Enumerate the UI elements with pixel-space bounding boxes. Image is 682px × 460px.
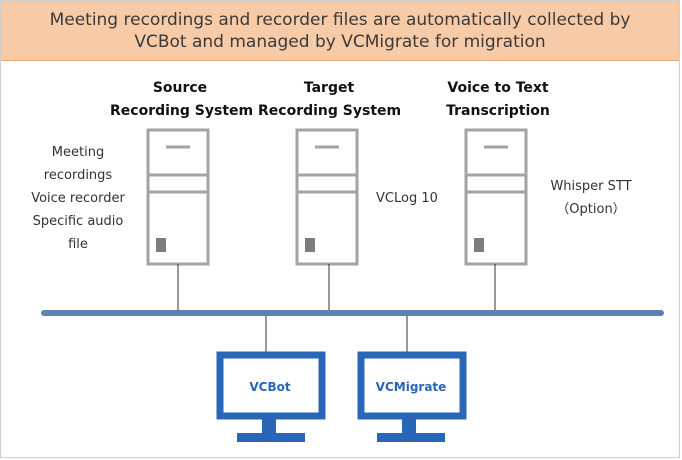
source-server-title: Source Recording System — [110, 77, 254, 123]
banner-line-1: Meeting recordings and recorder files ar… — [49, 9, 631, 30]
stt-server-icon — [464, 128, 528, 266]
source-title-line-1: Source — [152, 80, 208, 96]
banner-line-2: VCBot and managed by VCMigrate for migra… — [134, 31, 546, 52]
source-title-line-2: Recording System — [110, 103, 254, 119]
source-notes: Meeting recordings Voice recorder Specif… — [18, 141, 138, 256]
target-note: VCLog 10 — [376, 191, 438, 206]
stt-title-line-2: Transcription — [446, 103, 550, 119]
vcbot-label: VCBot — [249, 380, 291, 394]
target-title-line-2: Recording System — [258, 103, 402, 119]
vcbot-monitor-icon — [216, 351, 326, 442]
stt-note: Whisper STT （Option） — [540, 175, 642, 221]
target-server-title: Target Recording System — [258, 77, 402, 123]
target-server-icon — [295, 128, 359, 266]
source-note-3: Voice recorder — [31, 191, 125, 206]
stt-note-line-1: Whisper STT — [550, 179, 632, 194]
vcmigrate-monitor-icon — [357, 351, 467, 442]
banner-text: Meeting recordings and recorder files ar… — [10, 9, 670, 53]
stt-server-title: Voice to Text Transcription — [428, 77, 568, 123]
banner: Meeting recordings and recorder files ar… — [1, 1, 679, 61]
source-note-5: file — [68, 237, 88, 252]
stt-note-line-2: （Option） — [556, 202, 626, 217]
source-note-2: recordings — [43, 168, 113, 183]
source-note-4: Specific audio — [32, 214, 124, 229]
stt-title-line-1: Voice to Text — [447, 80, 549, 96]
vcmigrate-label: VCMigrate — [375, 380, 447, 394]
source-note-1: Meeting — [51, 145, 105, 160]
source-server-icon — [146, 128, 210, 266]
target-title-line-1: Target — [303, 80, 355, 96]
